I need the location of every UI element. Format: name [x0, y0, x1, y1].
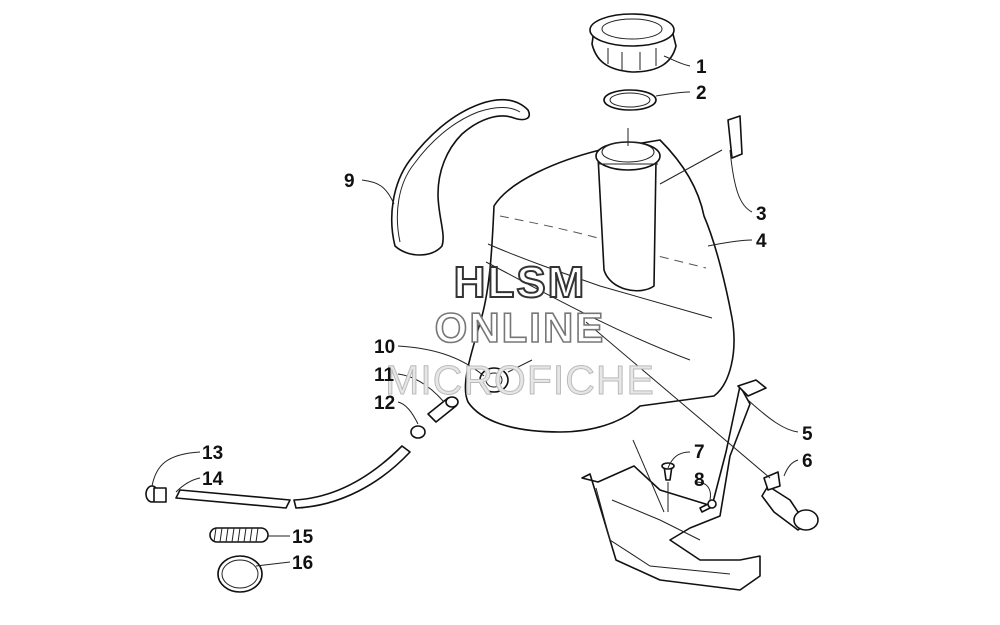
part-11-fitting — [427, 396, 459, 423]
part-3-decal — [727, 115, 743, 159]
assembly-lines — [507, 321, 771, 513]
callout-12: 12 — [374, 393, 395, 414]
callout-15: 15 — [292, 527, 314, 548]
watermark-line-1: HLSM — [454, 258, 587, 307]
part-10-grommet — [479, 367, 509, 393]
part-5-bracket — [581, 379, 767, 591]
callout-1: 1 — [696, 57, 707, 78]
part-13-clamp — [145, 485, 167, 503]
callout-11: 11 — [374, 365, 395, 386]
callout-13: 13 — [202, 443, 223, 464]
part-7-rivet — [661, 462, 675, 481]
callout-3: 3 — [756, 204, 767, 225]
callout-7: 7 — [694, 442, 705, 463]
callout-5: 5 — [802, 424, 813, 445]
callout-labels: 1 2 3 4 5 6 7 8 9 10 11 12 13 14 15 16 — [202, 57, 813, 574]
part-16-clamp-ring — [217, 555, 263, 593]
watermark: HLSM ONLINE MICROFICHE — [385, 257, 655, 404]
callout-8: 8 — [694, 470, 705, 491]
watermark-line-3: MICROFICHE — [385, 357, 655, 403]
callout-6: 6 — [802, 451, 813, 472]
part-8-screw — [699, 499, 717, 513]
part-1-filler-cap — [589, 13, 677, 73]
part-14-hose — [175, 445, 411, 509]
part-9-foam-strip — [390, 98, 530, 256]
part-15-spring — [209, 527, 269, 543]
part-4-fuel-tank — [464, 139, 735, 433]
callout-16: 16 — [292, 553, 313, 574]
watermark-line-2: ONLINE — [435, 304, 606, 351]
part-6-valve — [761, 471, 819, 531]
callout-4: 4 — [756, 231, 767, 252]
part-2-o-ring — [603, 89, 657, 111]
callout-2: 2 — [696, 83, 707, 104]
leader-lines — [151, 55, 799, 567]
callout-9: 9 — [344, 171, 355, 192]
part-12-clamp — [410, 425, 426, 439]
tank-filler-neck — [595, 141, 661, 292]
callout-14: 14 — [202, 469, 224, 490]
callout-10: 10 — [374, 337, 395, 358]
